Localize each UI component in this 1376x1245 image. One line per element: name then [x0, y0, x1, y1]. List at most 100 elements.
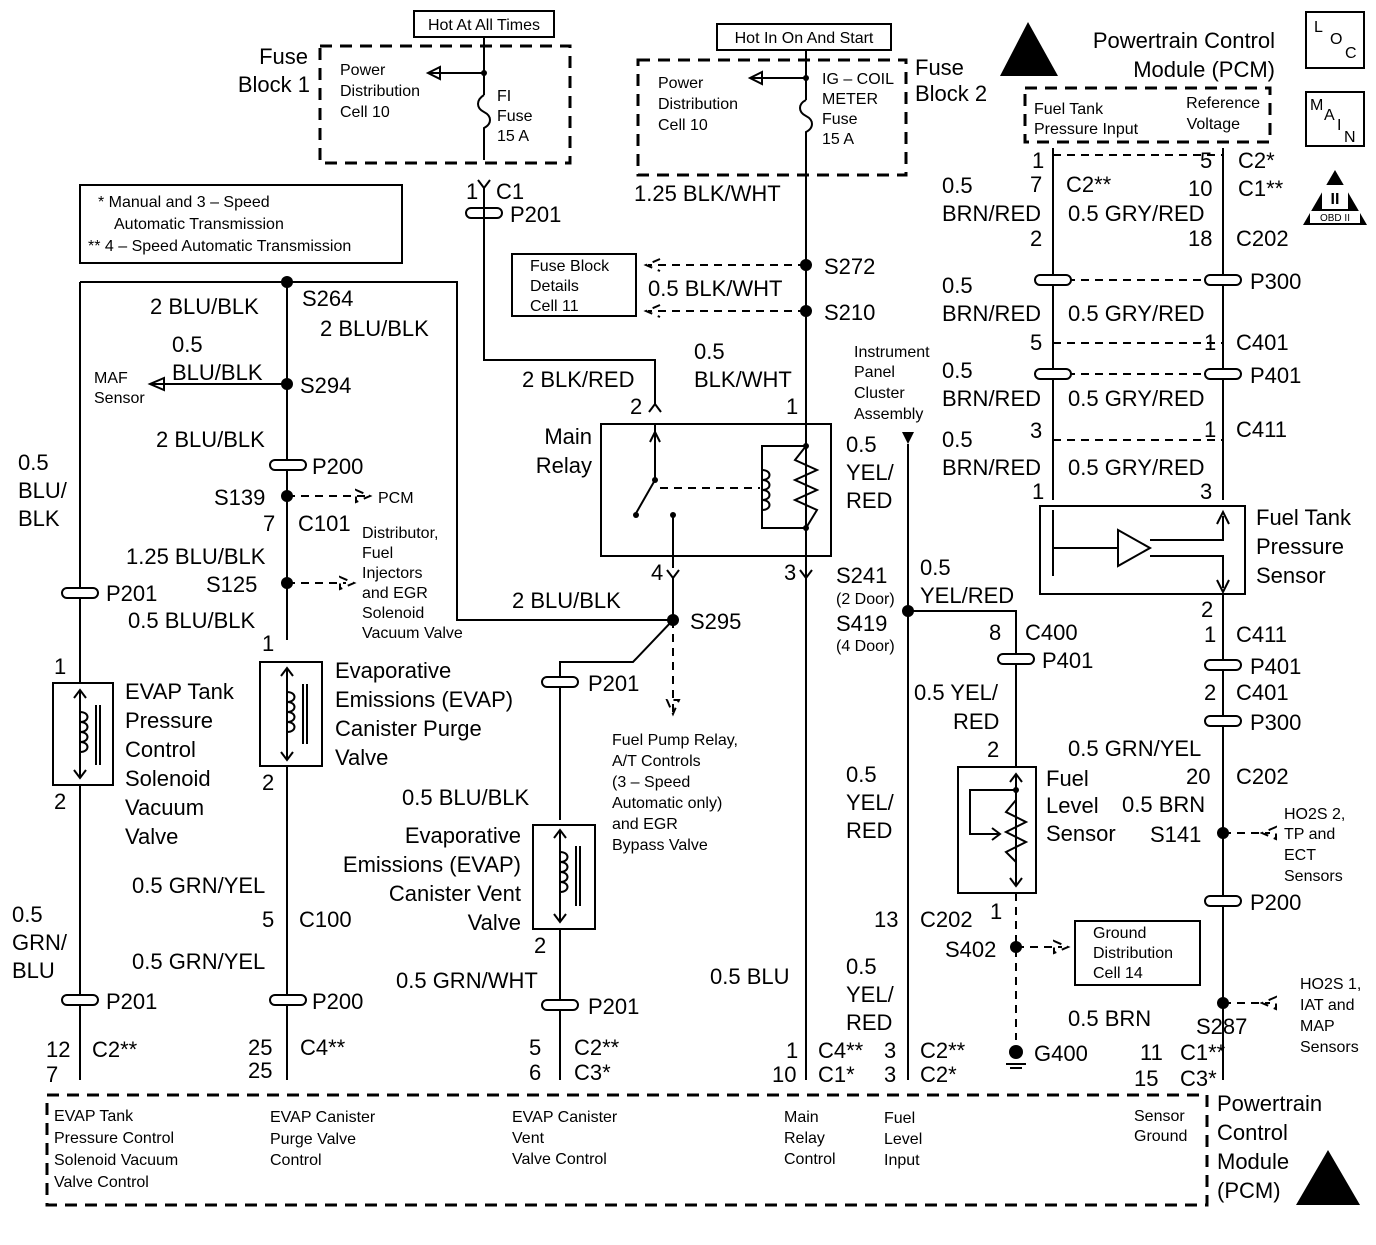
- wire-br-d1: 0.5: [942, 427, 973, 452]
- ftp-links: [1053, 154, 1223, 441]
- ftp-label-2: Pressure: [1256, 534, 1344, 559]
- conn-p200-b: P200: [312, 989, 363, 1014]
- ipc-3: Cluster: [854, 385, 905, 402]
- pin-7-bottom: 7: [46, 1062, 58, 1087]
- pin-11-sg: 11: [1140, 1040, 1163, 1065]
- wire-05-blu-blk-s125: 0.5 BLU/BLK: [128, 608, 256, 633]
- c202-pin-13: 13: [874, 907, 898, 932]
- fpr-5: and EGR: [612, 816, 678, 833]
- svg-text:Solenoid Vacuum: Solenoid Vacuum: [54, 1152, 178, 1169]
- svg-text:Pressure Control: Pressure Control: [54, 1130, 174, 1147]
- conn-p300-top: P300: [1250, 269, 1301, 294]
- ho2s2-arrow: [1223, 825, 1277, 841]
- conn-c3s-vent: C3*: [574, 1060, 611, 1085]
- pcm-bottom-title-4: (PCM): [1217, 1178, 1281, 1203]
- transmission-note-box: [79, 184, 403, 264]
- obd-ii-label-bg: [1310, 211, 1360, 223]
- gd-1: Ground: [1093, 925, 1146, 942]
- fl-node: [1013, 787, 1019, 793]
- s272-arrow: [643, 258, 806, 272]
- conn-s125: S125: [206, 572, 257, 597]
- p401-fuse-fl: [997, 653, 1035, 665]
- vent-label-4: Valve: [468, 910, 521, 935]
- pcm-function-vent: EVAP Canister Vent Valve Control: [512, 1109, 618, 1168]
- fuel-level-feed: [908, 610, 1017, 770]
- pin-10-relay: 10: [772, 1062, 796, 1087]
- c401-pin-2: 2: [1204, 680, 1216, 705]
- s210-arrow: [643, 304, 806, 318]
- relay-pin-4: 4: [651, 560, 663, 585]
- p300-fuse-l: [1034, 274, 1072, 286]
- ho2s2-2: TP and: [1284, 826, 1335, 843]
- conn-c202-top: C202: [1236, 226, 1289, 251]
- fbd-1: Fuse Block: [530, 258, 610, 275]
- wire-2-blk-red: 2 BLK/RED: [522, 367, 635, 392]
- conn-p201-left-b: P201: [106, 989, 157, 1014]
- pcm-function-evap-tank: EVAP Tank Pressure Control Solenoid Vacu…: [54, 1108, 178, 1191]
- fi-fuse-2: Fuse: [497, 108, 533, 125]
- ftp-label-3: Sensor: [1256, 563, 1326, 588]
- ig-fuse-4: 15 A: [822, 131, 854, 148]
- conn-c1s-relay: C1*: [818, 1062, 855, 1087]
- wire-vent: 0.5 BLU/BLK: [402, 785, 530, 810]
- conn-s287: S287: [1196, 1014, 1247, 1039]
- conn-s295: S295: [690, 609, 741, 634]
- ftp-wires: [1052, 148, 1224, 500]
- loc-letter-l: L: [1314, 19, 1323, 36]
- evap-tank-label-5: Vacuum: [125, 795, 204, 820]
- conn-c411-top: C411: [1236, 417, 1287, 442]
- svg-text:Valve Control: Valve Control: [512, 1151, 607, 1168]
- purge-pin-1: 1: [262, 631, 274, 656]
- pdc-1-arrow: [425, 65, 484, 81]
- gnd-dist-arrow: [1016, 939, 1071, 955]
- conn-c401-top: C401: [1236, 330, 1289, 355]
- wire-brn-b: 0.5 BRN: [1068, 1006, 1151, 1031]
- pcm-arrow: [287, 488, 373, 504]
- conn-s210: S210: [824, 300, 875, 325]
- pcm-bottom-title-3: Module: [1217, 1149, 1289, 1174]
- fl-label-3: Sensor: [1046, 821, 1116, 846]
- conn-c1ss-sg: C1**: [1180, 1040, 1226, 1065]
- conn-c2ss-fl: C2**: [920, 1038, 966, 1063]
- wire-yr-e1: 0.5: [846, 954, 877, 979]
- ho2s1-arrow: [1223, 995, 1277, 1011]
- loc-letter-c: C: [1345, 45, 1357, 62]
- wire-yr-a3: RED: [846, 488, 892, 513]
- wire-grn-wht: 0.5 GRN/WHT: [396, 968, 538, 993]
- main-letter-m: M: [1310, 97, 1323, 114]
- vent-label-3: Canister Vent: [389, 881, 521, 906]
- ho2s2-1: HO2S 2,: [1284, 806, 1345, 823]
- pdc-1-line2: Distribution: [340, 83, 420, 100]
- gd-3: Cell 14: [1093, 965, 1143, 982]
- obd-ii-label: OBD II: [1320, 213, 1350, 224]
- svg-text:Input: Input: [884, 1152, 920, 1169]
- dist-2: Fuel: [362, 545, 393, 562]
- dist-4: and EGR: [362, 585, 428, 602]
- wire-left-1: 0.5: [18, 450, 49, 475]
- obd-ii-badge: [1322, 185, 1348, 209]
- conn-g400: G400: [1034, 1041, 1088, 1066]
- p200-fuse-b: [269, 994, 307, 1006]
- fuse-block-2-title: Fuse: [915, 55, 964, 80]
- pin-3-fl-a: 3: [884, 1038, 896, 1063]
- c1-arrow: [477, 179, 491, 190]
- pin-6-vent: 6: [529, 1060, 541, 1085]
- pcm-bottom-title-2: Control: [1217, 1120, 1288, 1145]
- main-letter-a: A: [1324, 107, 1335, 124]
- conn-p201-vent-b: P201: [588, 994, 639, 1019]
- svg-text:Control: Control: [270, 1152, 322, 1169]
- pin-1-ftp-top: 1: [1032, 148, 1044, 173]
- loc-icon: [1305, 11, 1365, 69]
- pin-2-c202: 2: [1030, 226, 1042, 251]
- main-letter-i: I: [1337, 117, 1341, 134]
- p401-fuse-b: [1204, 659, 1242, 671]
- p201-fuse-vent: [541, 676, 579, 688]
- evap-tank-label-1: EVAP Tank: [125, 679, 235, 704]
- svg-text:Fuel: Fuel: [884, 1110, 915, 1127]
- ho2s1-3: MAP: [1300, 1018, 1335, 1035]
- purge-label-1: Evaporative: [335, 658, 451, 683]
- wire-yr-d3: RED: [846, 818, 892, 843]
- ftp-pin-2: 2: [1201, 597, 1213, 622]
- conn-s419-sub: (4 Door): [836, 638, 895, 655]
